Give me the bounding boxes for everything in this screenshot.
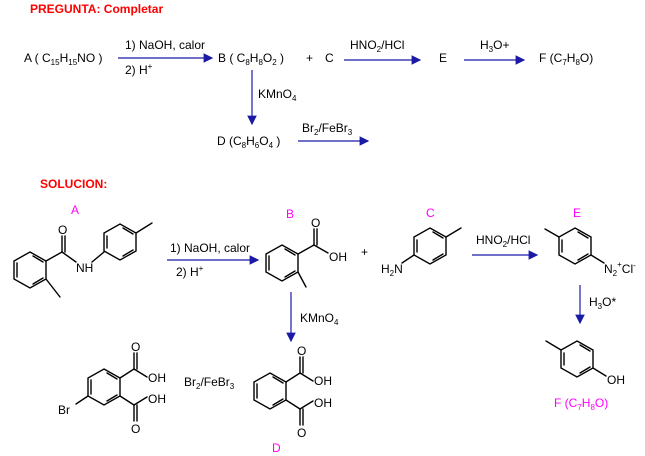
atom-o-d1: O [297, 344, 306, 358]
pregunta-kmno4: KMnO4 [258, 87, 297, 103]
molecule-e [544, 227, 605, 265]
pregunta-compound-f: F (C7H8O) [539, 51, 593, 67]
label-f: F (C7H8O) [554, 396, 608, 412]
solucion-step1-top: 1) NaOH, calor [170, 241, 250, 255]
label-a: A [71, 203, 79, 217]
pregunta-compound-c: C [325, 51, 334, 65]
molecule-d [253, 356, 314, 426]
atom-o-br2: O [131, 422, 140, 436]
label-e: E [573, 206, 581, 220]
solucion-header: SOLUCION: [40, 177, 107, 191]
label-d: D [272, 441, 281, 455]
atom-oh-d1: OH [314, 374, 332, 388]
atom-o-b: O [311, 216, 320, 230]
pregunta-compound-e: E [439, 51, 447, 65]
atom-oh-br2: OH [148, 392, 166, 406]
pregunta-plus: + [306, 51, 313, 65]
atom-o-br1: O [131, 340, 140, 354]
pregunta-step1-bottom: 2) H+ [125, 62, 153, 77]
atom-o-a: O [58, 223, 67, 237]
molecule-f [545, 340, 607, 378]
atom-h2n: H2N [381, 262, 403, 278]
molecule-c [401, 227, 462, 265]
atom-oh-b: OH [329, 250, 347, 264]
solucion-step1-bottom: 2) H+ [176, 264, 204, 279]
atom-oh-br1: OH [148, 371, 166, 385]
solucion-plus: + [361, 245, 368, 259]
label-c: C [426, 206, 435, 220]
molecule-bromo-product [75, 352, 148, 422]
pregunta-compound-d: D (C8H6O4 ) [217, 134, 280, 150]
atom-nh: NH [76, 261, 93, 275]
pregunta-header: PREGUNTA: Completar [30, 2, 163, 16]
atom-oh-f: OH [607, 373, 625, 387]
pregunta-step1-top: 1) NaOH, calor [125, 38, 205, 52]
pregunta-compound-a: A ( C15H15NO ) [24, 51, 103, 67]
solucion-kmno4: KMnO4 [300, 311, 339, 327]
atom-oh-d2: OH [314, 396, 332, 410]
pregunta-reagent-f: H3O+ [480, 38, 509, 54]
pregunta-compound-b: B ( C8H8O2 ) [218, 51, 284, 67]
solucion-h3o: H3O* [589, 295, 616, 311]
atom-br: Br [58, 403, 70, 417]
molecule-a [13, 222, 153, 298]
molecule-b [265, 228, 329, 288]
solucion-reagent-br: Br2/FeBr3 [184, 375, 235, 391]
pregunta-reagent-e: HNO2/HCl [350, 38, 404, 54]
pregunta-reagent-br: Br2/FeBr3 [302, 121, 353, 137]
atom-diazonium: N2+Cl- [604, 260, 636, 278]
atom-o-d2: O [297, 426, 306, 440]
solucion-reagent-e: HNO2/HCl [476, 233, 530, 249]
label-b: B [286, 207, 294, 221]
